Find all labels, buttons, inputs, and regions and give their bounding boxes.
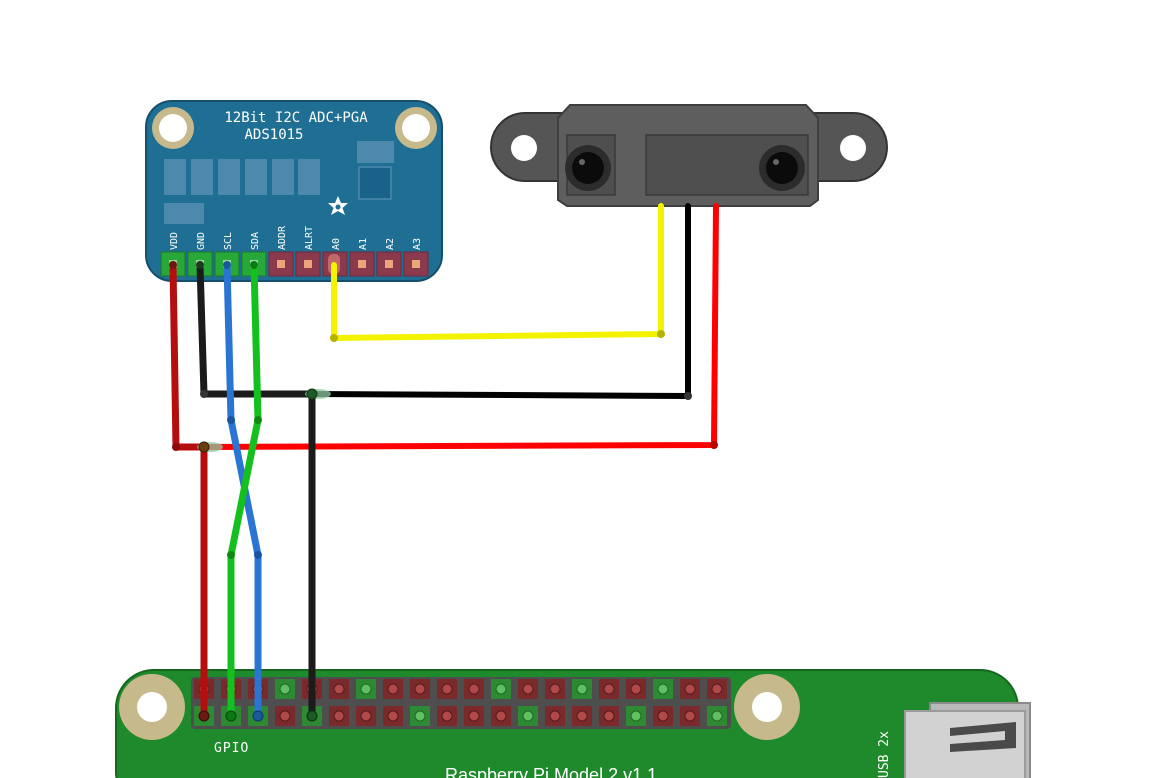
gpio-pin-hole	[279, 683, 291, 695]
adc-pin-hole	[385, 260, 393, 268]
adc-title: 12Bit I2C ADC+PGA	[224, 110, 368, 126]
gpio-pin-hole	[495, 683, 507, 695]
gpio-pin-hole	[657, 683, 669, 695]
gpio-pin-hole	[279, 710, 291, 722]
adc-pins	[160, 251, 429, 277]
gpio-pin-hole	[603, 710, 615, 722]
adc-pin-label-addr: ADDR	[277, 225, 288, 250]
gpio-pin-hole	[333, 683, 345, 695]
adc-pin-labels: VDD GND SCL SDA ADDR ALRT A0 A1 A2 A3	[169, 225, 423, 250]
adc-silkscreen-pads	[164, 141, 394, 224]
adc-pin-hole	[277, 260, 285, 268]
adc-pin-label-sda: SDA	[250, 232, 261, 250]
gpio-pin-hole	[576, 710, 588, 722]
adc-pin-label-scl: SCL	[223, 232, 234, 250]
adc-mount-hole-right	[395, 107, 437, 149]
gpio-pin-hole	[387, 710, 399, 722]
sensor-detector-lens	[759, 145, 805, 191]
ir-distance-sensor	[490, 104, 888, 207]
adc-pin-label-gnd: GND	[196, 232, 207, 250]
wires	[169, 203, 719, 720]
adc-pin-hole	[358, 260, 366, 268]
gpio-pins	[194, 679, 727, 726]
raspberry-pi-board: GPIO Raspberry Pi Model 2 v1.1 USB 2x	[115, 669, 1031, 778]
gpio-pin-hole	[522, 683, 534, 695]
gpio-pin-hole	[630, 683, 642, 695]
ads1015-board: 12Bit I2C ADC+PGA ADS1015 VDD GND SCL SDA AD…	[145, 100, 443, 282]
gpio-pin-hole	[360, 710, 372, 722]
gpio-label: GPIO	[214, 741, 249, 756]
a0-signal-wire[interactable]	[331, 203, 664, 341]
gpio-pin-hole	[495, 710, 507, 722]
vdd-wire[interactable]	[169, 261, 208, 720]
star-flower-icon	[328, 196, 348, 215]
adc-pin-label-vdd: VDD	[169, 232, 180, 250]
sensor-emitter-lens	[565, 145, 611, 191]
adc-pin-hole	[304, 260, 312, 268]
gpio-pin-hole	[441, 683, 453, 695]
sensor-mount-hole-left	[511, 135, 537, 161]
gpio-header	[191, 677, 731, 729]
gpio-pin-hole	[360, 683, 372, 695]
gpio-pin-hole	[468, 683, 480, 695]
usb-label: USB 2x	[877, 731, 892, 778]
adc-pin-label-alrt: ALRT	[304, 226, 315, 250]
gpio-pin-hole	[441, 710, 453, 722]
gpio-pin-hole	[549, 710, 561, 722]
gpio-pin-hole	[549, 683, 561, 695]
header-connections	[169, 261, 318, 722]
pi-mount-hole-left	[119, 674, 185, 740]
gpio-pin-hole	[333, 710, 345, 722]
pi-model-label: Raspberry Pi Model 2 v1.1	[445, 765, 657, 778]
gpio-pin-hole	[711, 710, 723, 722]
gpio-pin-hole	[603, 683, 615, 695]
adc-pin-label-a0: A0	[331, 238, 342, 250]
sensor-mount-hole-right	[840, 135, 866, 161]
adc-pin-hole	[412, 260, 420, 268]
gpio-pin-hole	[657, 710, 669, 722]
adc-pin-a3[interactable]	[403, 251, 429, 277]
gpio-pin-hole	[630, 710, 642, 722]
wire-joints	[172, 330, 718, 559]
gpio-pin-hole	[414, 710, 426, 722]
gpio-pin-hole	[684, 683, 696, 695]
gpio-pin-hole	[387, 683, 399, 695]
adc-pin-label-a2: A2	[385, 238, 396, 250]
pi-mount-hole-right	[734, 674, 800, 740]
adc-chip-name: ADS1015	[244, 127, 303, 143]
gpio-pin-hole	[711, 683, 723, 695]
usb-port	[904, 702, 1031, 778]
sda-wire[interactable]	[227, 261, 262, 720]
gpio-pin-hole	[684, 710, 696, 722]
gpio-pin-hole	[522, 710, 534, 722]
gpio-pin-hole	[414, 683, 426, 695]
gpio-pin-hole	[468, 710, 480, 722]
adc-mount-hole-left	[152, 107, 194, 149]
adc-pin-label-a3: A3	[412, 238, 423, 250]
gpio-pin-hole	[576, 683, 588, 695]
adc-pin-label-a1: A1	[358, 238, 369, 250]
